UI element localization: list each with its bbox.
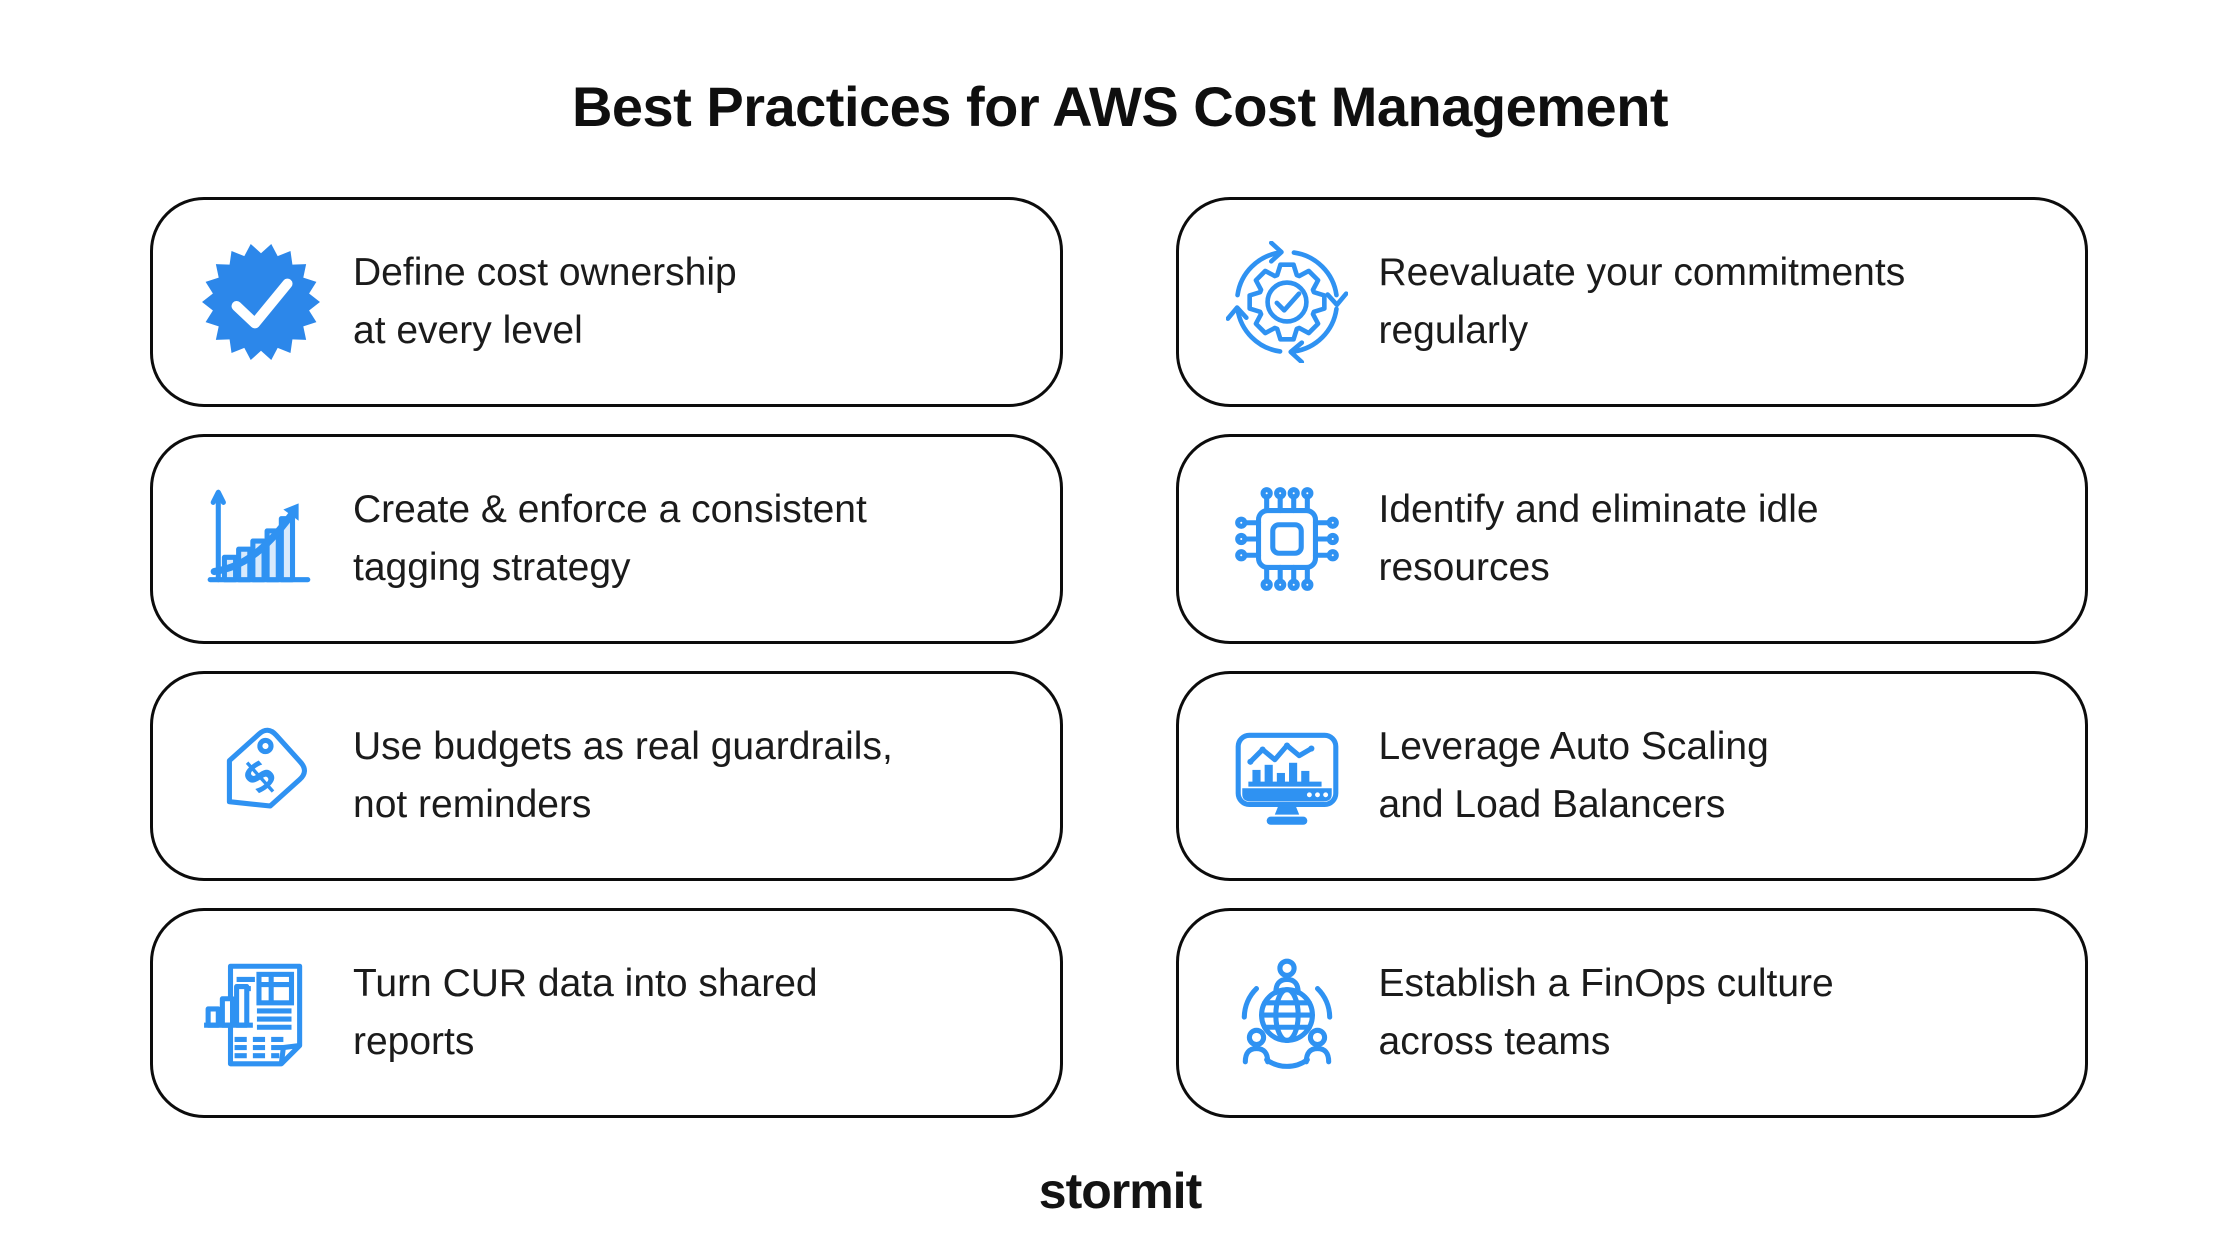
- verified-badge-icon: [199, 240, 323, 364]
- card-reevaluate-commitments: Reevaluate your commitments regularly: [1175, 197, 2088, 407]
- card-text: Define cost ownership at every level: [353, 244, 737, 360]
- card-tagging-strategy: Create & enforce a consistent tagging st…: [150, 434, 1063, 644]
- monitor-analytics-icon: [1225, 714, 1349, 838]
- card-budgets-guardrails: $ Use budgets as real guardrails, not re…: [150, 671, 1063, 881]
- globe-team-icon: [1225, 951, 1349, 1075]
- card-text: Use budgets as real guardrails, not remi…: [353, 718, 893, 834]
- card-line: Identify and eliminate idle: [1378, 488, 1819, 531]
- card-text: Reevaluate your commitments regularly: [1379, 244, 1906, 360]
- card-text: Create & enforce a consistent tagging st…: [353, 481, 867, 597]
- card-line: reports: [353, 1020, 475, 1063]
- card-line: at every level: [353, 309, 583, 352]
- stormit-logo: stormit: [1038, 1163, 1202, 1219]
- card-line: tagging strategy: [353, 546, 631, 589]
- card-finops-culture: Establish a FinOps culture across teams: [1175, 908, 2088, 1118]
- card-line: Reevaluate your commitments: [1378, 251, 1906, 294]
- card-line: Turn CUR data into shared: [353, 962, 818, 1005]
- growth-chart-icon: [199, 477, 323, 601]
- card-text: Identify and eliminate idle resources: [1379, 481, 1819, 597]
- card-idle-resources: Identify and eliminate idle resources: [1175, 434, 2088, 644]
- card-text: Leverage Auto Scaling and Load Balancers: [1379, 718, 1769, 834]
- card-line: resources: [1378, 546, 1550, 589]
- card-line: Leverage Auto Scaling: [1378, 725, 1769, 768]
- card-line: Create & enforce a consistent: [353, 488, 867, 531]
- price-tag-icon: $: [199, 714, 323, 838]
- card-line: not reminders: [353, 783, 592, 826]
- card-line: Define cost ownership: [353, 251, 737, 294]
- card-auto-scaling: Leverage Auto Scaling and Load Balancers: [1175, 671, 2088, 881]
- card-line: and Load Balancers: [1378, 783, 1726, 826]
- card-line: across teams: [1378, 1020, 1611, 1063]
- cards-grid: Define cost ownership at every level Ree…: [150, 197, 2088, 1118]
- card-text: Establish a FinOps culture across teams: [1379, 955, 1834, 1071]
- card-text: Turn CUR data into shared reports: [353, 955, 818, 1071]
- refresh-gear-icon: [1225, 240, 1349, 364]
- card-cur-reports: Turn CUR data into shared reports: [150, 908, 1063, 1118]
- report-document-icon: [199, 951, 323, 1075]
- cpu-chip-icon: [1225, 477, 1349, 601]
- card-line: regularly: [1378, 309, 1529, 352]
- card-line: Use budgets as real guardrails,: [353, 725, 893, 768]
- card-line: Establish a FinOps culture: [1378, 962, 1834, 1005]
- card-define-cost-ownership: Define cost ownership at every level: [150, 197, 1063, 407]
- page-title: Best Practices for AWS Cost Management: [571, 75, 1669, 138]
